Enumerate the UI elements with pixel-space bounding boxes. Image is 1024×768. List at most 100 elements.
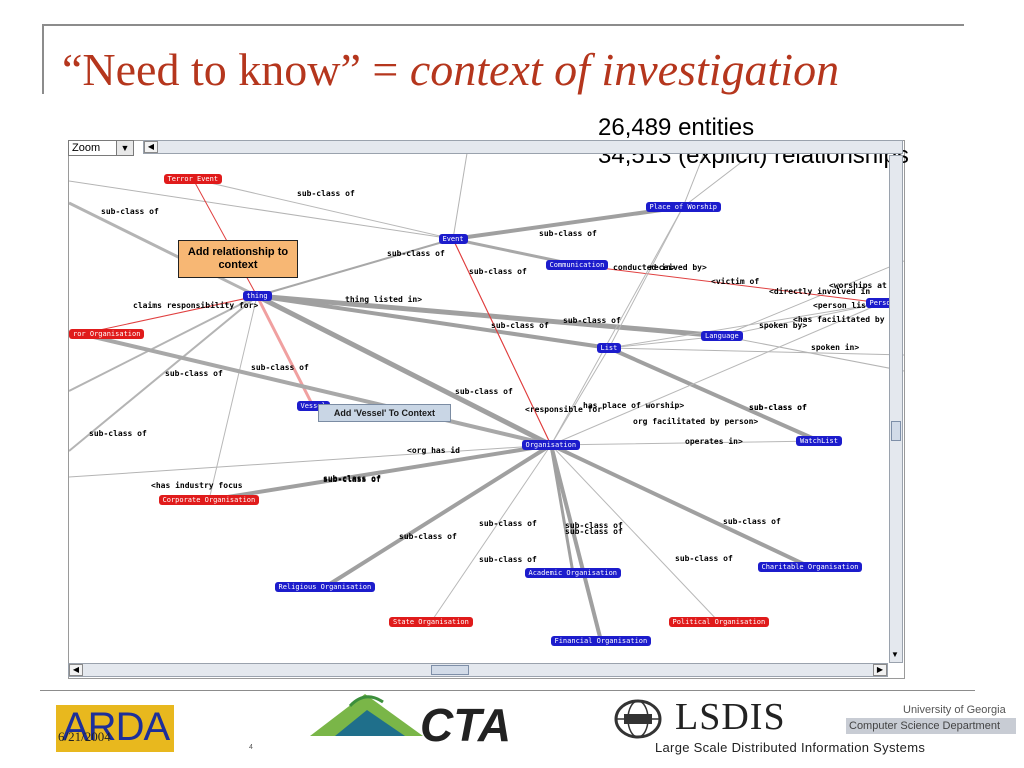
- node-financial-org[interactable]: Financial Organisation: [550, 636, 652, 646]
- edge-label: sub-class of: [469, 267, 527, 276]
- add-vessel-to-context-button[interactable]: Add 'Vessel' To Context: [318, 404, 451, 422]
- node-political-org[interactable]: Political Organisation: [668, 617, 770, 627]
- node-language[interactable]: Language: [701, 331, 743, 341]
- node-thing[interactable]: thing: [242, 291, 272, 301]
- edge-label: <directly involved in: [769, 287, 871, 296]
- uga-department: Computer Science Department: [846, 718, 1016, 734]
- edge-label: sub-class of: [251, 363, 309, 372]
- vertical-scrollbar[interactable]: ▼: [889, 155, 903, 663]
- node-state-org[interactable]: State Organisation: [389, 617, 473, 627]
- node-organisation[interactable]: Organisation: [521, 440, 581, 450]
- edge-label: sub-class of: [323, 474, 381, 483]
- graph-edge-thing-list: [255, 294, 611, 350]
- graph-edge-thing-organisation: [254, 293, 554, 448]
- scroll-down-icon[interactable]: ▼: [891, 650, 899, 659]
- edge-label: sub-class of: [387, 249, 445, 258]
- edge-label: sub-class of: [165, 369, 223, 378]
- graph-edge-organisation-place_of_worship: [550, 206, 684, 446]
- graph-edge-organisation-person: [550, 302, 883, 446]
- slide-date: 6/21/2004: [58, 729, 111, 744]
- zoom-label: Zoom: [72, 142, 101, 154]
- graph-edge-event-place_of_worship: [451, 205, 685, 241]
- node-watchlist[interactable]: WatchList: [796, 436, 842, 446]
- lsdis-subtitle: Large Scale Distributed Information Syst…: [655, 740, 926, 755]
- stats-entities: 26,489 entities: [598, 114, 755, 141]
- zoom-dropdown-arrow[interactable]: ▼: [116, 140, 134, 156]
- uga-name: University of Georgia: [903, 704, 1006, 716]
- graph-edge-thing-event: [256, 238, 454, 297]
- node-person[interactable]: Person: [865, 298, 899, 308]
- node-list[interactable]: List: [596, 343, 622, 353]
- edge-label: thing listed in>: [345, 295, 423, 304]
- edge-label: spoken by>: [759, 321, 808, 330]
- edge-label: sub-class of: [297, 189, 355, 198]
- edge-label: sub-class of: [539, 229, 597, 238]
- bottom-horizontal-scrollbar[interactable]: ◀ ▶: [68, 663, 888, 677]
- edge-label: sub-class of: [749, 403, 807, 412]
- edge-label: sub-class of: [479, 519, 537, 528]
- graph-edge-offscreen: [721, 260, 904, 337]
- node-terror-event[interactable]: Terror Event: [163, 174, 223, 184]
- graph-edge-organisation-charitable_org: [549, 443, 812, 569]
- edge-label: sub-class of: [323, 475, 381, 484]
- top-horizontal-scrollbar[interactable]: ◀: [143, 140, 903, 154]
- title-frame-left: [42, 24, 44, 94]
- graph-edge-offscreen: [608, 347, 904, 356]
- edge-label: sub-class of: [399, 532, 457, 541]
- title-italic: context of investigation: [409, 44, 840, 95]
- edge-label: org facilitated by person>: [633, 417, 759, 426]
- node-corporate-org[interactable]: Corporate Organisation: [158, 495, 260, 505]
- node-religious-org[interactable]: Religious Organisation: [274, 582, 376, 592]
- graph-edge-offscreen: [69, 180, 454, 240]
- edge-label: sub-class of: [101, 207, 159, 216]
- graph-edge-organisation-financial_org: [549, 443, 603, 643]
- scroll-left-button[interactable]: ◀: [69, 664, 83, 676]
- node-vessel[interactable]: Vessel: [296, 401, 330, 411]
- graph-edge-offscreen: [452, 141, 470, 240]
- graph-edge-organisation-religious_org: [323, 443, 553, 589]
- graph-edge-organisation-state_org: [430, 444, 552, 623]
- graph-edge-offscreen: [721, 335, 904, 372]
- title-plain: “Need to know” =: [62, 44, 410, 95]
- vertical-scroll-thumb[interactable]: [891, 421, 901, 441]
- graph-edge-language-person: [721, 302, 883, 337]
- slide-title: “Need to know” = context of investigatio…: [62, 40, 839, 100]
- graph-edge-thing-terror_event: [192, 178, 258, 297]
- edge-label: sub-class of: [723, 517, 781, 526]
- edge-label: operates in>: [685, 437, 743, 446]
- scroll-left-top-button[interactable]: ◀: [144, 141, 158, 153]
- graph-edge-list-organisation: [550, 347, 610, 446]
- graph-edge-offscreen: [69, 295, 258, 392]
- node-event[interactable]: Event: [438, 234, 468, 244]
- horizontal-scroll-thumb[interactable]: [431, 665, 469, 675]
- node-academic-org[interactable]: Academic Organisation: [524, 568, 622, 578]
- edge-label: sub-class of: [749, 403, 807, 412]
- graph-edge-offscreen: [69, 444, 552, 478]
- add-relationship-callout: Add relationship to context: [178, 240, 298, 278]
- graph-viewer[interactable]: sub-class of sub-class of sub-class of sub-…: [68, 140, 905, 679]
- edge-label: <responsible for: [525, 405, 603, 414]
- graph-edge-list-place_of_worship: [608, 206, 684, 349]
- edge-label: <victim of: [711, 277, 760, 286]
- graph-edge-event-terror_event: [192, 178, 454, 240]
- graph-edge-list-person: [608, 302, 883, 349]
- graph-edge-thing-corporate_org: [208, 295, 258, 501]
- edge-label: conducted in>: [613, 263, 676, 272]
- node-charitable-org[interactable]: Charitable Organisation: [757, 562, 863, 572]
- edge-label: sub-class of: [479, 555, 537, 564]
- ontology-graph[interactable]: [69, 141, 904, 678]
- scroll-right-button[interactable]: ▶: [873, 664, 887, 676]
- node-terror-org[interactable]: ror Organisation: [69, 329, 145, 339]
- node-place-of-worship[interactable]: Place of Worship: [645, 202, 721, 212]
- graph-edge-list-watchlist: [607, 346, 821, 443]
- lsdis-logo: LSDIS: [675, 696, 786, 738]
- graph-edges: [69, 141, 904, 643]
- edge-label: sub-class of: [565, 521, 623, 530]
- edge-label: received by>: [649, 263, 707, 272]
- graph-edge-organisation-watchlist: [550, 440, 820, 446]
- graph-edge-organisation-corporate_org: [207, 443, 553, 502]
- edge-label: sub-class of: [455, 387, 513, 396]
- lsdis-globe-icon: [614, 699, 662, 739]
- node-communication[interactable]: Communication: [545, 260, 609, 270]
- arda-logo-background: [56, 705, 174, 752]
